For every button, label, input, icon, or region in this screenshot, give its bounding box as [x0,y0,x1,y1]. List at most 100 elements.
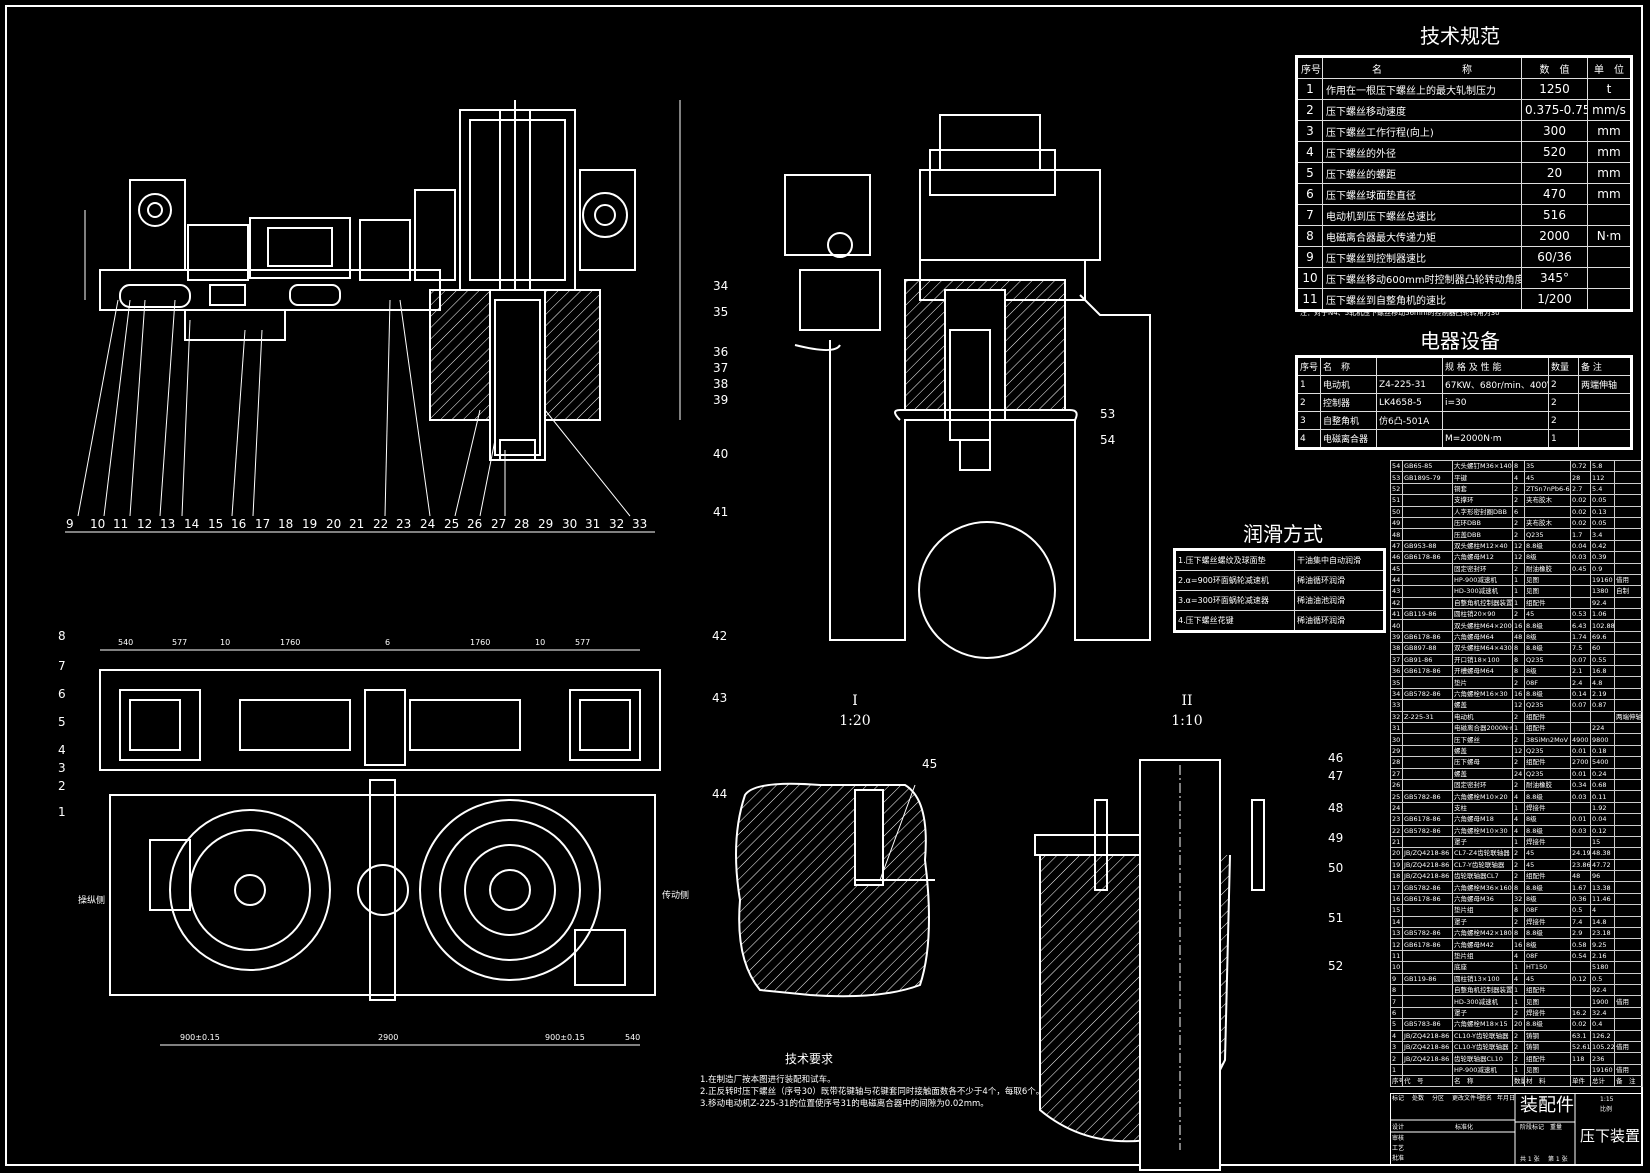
parts-cell: 0.01 [1570,744,1591,758]
dimension-label: 1760 [280,638,301,647]
parts-cell: 焊接件 [1524,915,1571,929]
callout-number: 7 [58,659,66,673]
callout-number: 52 [1328,959,1344,973]
lubrication-item: 2.α=900环面蜗轮减速机 [1174,570,1295,591]
parts-cell: 8.8级 [1524,642,1571,655]
parts-cell: 0.11 [1590,790,1615,803]
title-block [1390,1093,1642,1166]
parts-cell [1402,744,1453,758]
spec-value: 300 [1521,120,1588,142]
parts-cell: 8.8级 [1524,1018,1571,1031]
parts-cell: 0.01 [1570,813,1591,826]
parts-cell: 0.07 [1570,653,1591,667]
parts-cell: 0.04 [1590,813,1615,826]
spec-unit: mm [1587,120,1632,142]
parts-cell: 铸钢 [1524,1040,1571,1054]
parts-cell: 1.06 [1590,608,1615,621]
parts-cell: 11.46 [1590,892,1615,906]
parts-cell [1570,596,1591,610]
spec-header: 数 值 [1521,56,1588,79]
parts-cell [1614,904,1643,917]
parts-cell: 罩子 [1452,915,1513,929]
parts-cell: 0.12 [1570,972,1591,985]
callout-number: 42 [712,629,728,643]
callout-number: 38 [713,377,729,391]
parts-cell [1614,858,1643,872]
title-block-label: 批准 [1392,1155,1405,1162]
parts-cell: 借用 [1614,995,1643,1008]
lubrication-item: 3.α=300环面蜗轮减速器 [1174,590,1295,611]
parts-cell [1614,1018,1643,1031]
spec-value: 60/36 [1521,246,1588,268]
parts-cell: 8级 [1524,630,1571,644]
parts-cell [1402,915,1453,929]
title-block-label: 签名 [1480,1095,1493,1102]
callout-number: 43 [712,691,728,705]
parts-cell [1614,744,1643,758]
parts-cell: 0.24 [1590,767,1615,780]
parts-cell: CL7-Y齿轮联轴器 [1452,858,1513,872]
parts-cell [1570,1063,1591,1077]
parts-cell: 0.58 [1570,938,1591,951]
callout-number: 37 [713,361,729,375]
spec-name: 压下螺丝球面垫直径 [1322,183,1522,205]
parts-cell: GB5782-86 [1402,881,1453,894]
spec-value: 20 [1521,162,1588,184]
electrical-no: 2 [1296,393,1321,412]
parts-cell: 8级 [1524,938,1571,951]
title-block-label: 设计 [1392,1124,1405,1131]
electrical-name: 自整角机 [1320,411,1377,430]
parts-cell: 1.74 [1570,630,1591,644]
parts-cell: 5180 [1590,961,1615,974]
parts-cell: 0.04 [1570,539,1591,553]
parts-cell: GB65-85 [1402,459,1453,473]
parts-cell: 垫片组 [1452,904,1513,917]
parts-cell: 电动机 [1452,710,1513,724]
electrical-qty: 2 [1548,393,1579,412]
side-elevation-view [784,114,1151,659]
parts-cell: 0.34 [1570,778,1591,792]
callout-number: 44 [712,787,728,801]
parts-cell: 双头螺柱M64×200 [1452,619,1513,632]
parts-cell: 35 [1524,459,1571,473]
callout-number: 53 [1100,407,1116,421]
callout-number: 4 [58,743,66,757]
parts-cell: GB119-86 [1402,972,1453,985]
spec-unit: N·m [1587,225,1632,247]
title-block-label: 更改文件号 [1452,1095,1483,1102]
callout-number: 23 [396,517,412,531]
callout-number: 24 [420,517,436,531]
parts-cell [1614,596,1643,610]
parts-cell: 16 [1512,938,1525,951]
parts-cell: 45 [1524,847,1571,860]
parts-cell: 8 [1512,459,1525,473]
parts-cell: 0.18 [1590,744,1615,758]
parts-cell [1402,562,1453,575]
parts-cell [1614,482,1643,496]
parts-cell: 借用 [1614,1040,1643,1054]
parts-cell: 2 [1512,1029,1525,1042]
parts-cell [1402,528,1453,541]
callout-leaders-top [65,299,655,533]
spec-unit: mm [1587,141,1632,163]
parts-cell: 1 [1512,983,1525,997]
parts-cell [1402,733,1453,746]
parts-cell: 六角螺母M36 [1452,892,1513,906]
parts-cell: 48 [1570,870,1591,883]
parts-cell: 15 [1390,904,1403,917]
parts-cell: GB5782-86 [1402,687,1453,701]
